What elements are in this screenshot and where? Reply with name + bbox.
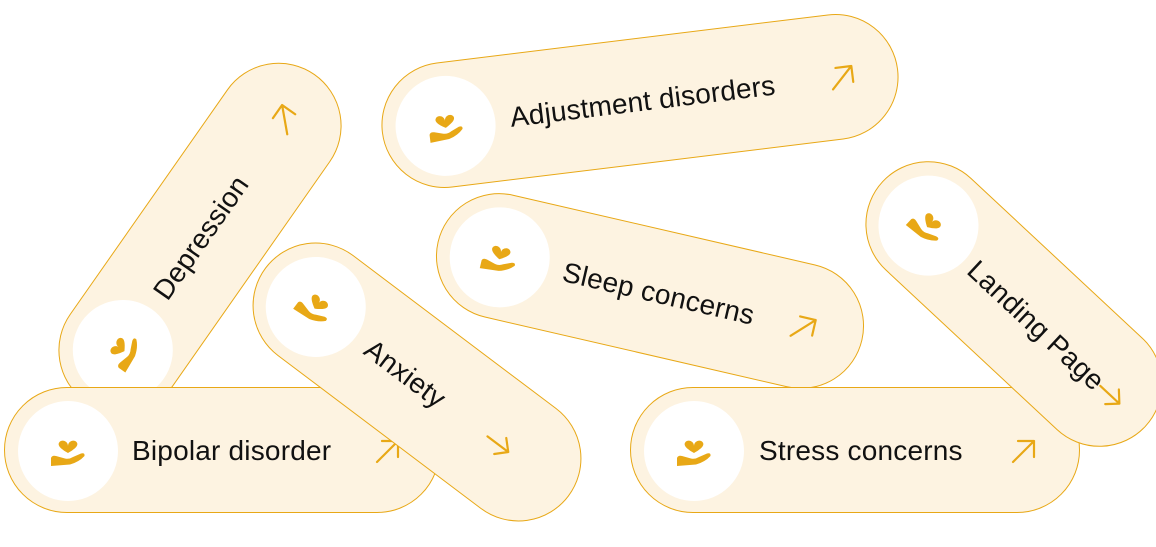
arrow-up-right-icon	[789, 315, 817, 337]
heart-in-hand-icon	[293, 294, 328, 322]
card-label: Stress concerns	[759, 435, 963, 466]
card-anxiety[interactable]: Anxiety	[227, 217, 607, 547]
heart-in-hand-icon	[677, 440, 711, 466]
arrow-up-right-icon	[271, 103, 297, 136]
card-sleep-concerns[interactable]: Sleep concerns	[423, 180, 877, 402]
card-stress-concerns[interactable]: Stress concerns	[630, 387, 1080, 513]
card-label: Adjustment disorders	[508, 69, 777, 133]
heart-in-hand-icon	[905, 213, 941, 241]
card-depression[interactable]: Depression	[33, 38, 367, 438]
icon-circle	[857, 154, 1000, 297]
icon-circle	[389, 70, 502, 182]
card-adjustment-disorders[interactable]: Adjustment disorders	[374, 6, 906, 196]
card-bipolar-disorder[interactable]: Bipolar disorder	[4, 387, 440, 513]
card-label: Bipolar disorder	[132, 435, 332, 466]
heart-in-hand-icon	[479, 245, 515, 271]
icon-circle	[245, 236, 386, 377]
arrow-up-right-icon	[1011, 439, 1036, 464]
icon-circle	[18, 401, 118, 501]
arrow-right-icon	[1099, 384, 1121, 406]
arrow-up-right-icon	[831, 64, 855, 91]
icon-circle	[53, 280, 193, 420]
card-landing-page[interactable]: Landing Page	[839, 135, 1156, 473]
icon-circle	[439, 197, 560, 318]
arrow-right-icon	[486, 435, 510, 456]
heart-in-hand-icon	[429, 114, 463, 143]
icon-circle	[644, 401, 744, 501]
card-label: Sleep concerns	[559, 256, 758, 331]
heart-in-hand-icon	[110, 337, 138, 373]
heart-in-hand-icon	[51, 440, 85, 466]
